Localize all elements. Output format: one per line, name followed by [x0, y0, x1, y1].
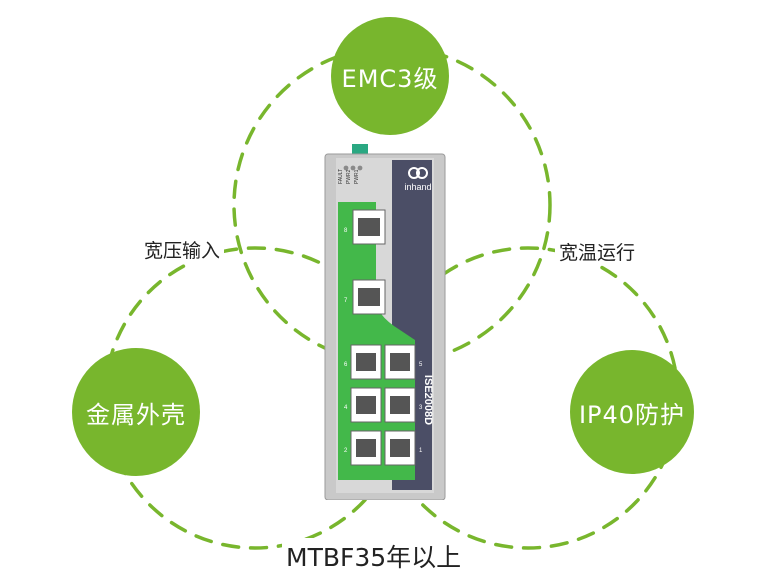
feature-badge-metal-case: 金属外壳	[72, 348, 200, 476]
feature-badge-label: IP40防护	[578, 400, 686, 429]
model-text: ISE2008D	[422, 375, 434, 425]
port-number: 8	[344, 228, 348, 234]
switch-illustration: FAULT PWR2 PWR1 8 7 6 5 4 3 2 1 inhand I…	[324, 144, 446, 501]
port-number: 1	[419, 448, 423, 454]
port-number: 6	[344, 362, 348, 368]
feature-badge-ip40: IP40防护	[570, 350, 694, 474]
brand-text: inhand	[404, 182, 431, 192]
label-wide-temp: 宽温运行	[555, 238, 640, 265]
feature-badge-label: 金属外壳	[86, 400, 186, 429]
status-leds	[343, 165, 363, 171]
port-number: 3	[419, 405, 423, 411]
switch-device: FAULT PWR2 PWR1 8 7 6 5 4 3 2 1 inhand I…	[320, 140, 450, 501]
port-number: 7	[344, 298, 348, 304]
port-number: 5	[419, 362, 423, 368]
led-label: FAULT	[338, 169, 344, 184]
feature-badge-emc: EMC3级	[331, 17, 449, 135]
label-wide-input: 宽压输入	[140, 236, 225, 263]
port-number: 4	[344, 405, 348, 411]
port-number: 2	[344, 448, 348, 454]
led-label: PWR1	[354, 169, 360, 184]
label-mtbf: MTBF35年以上	[282, 538, 466, 574]
led-label: PWR2	[346, 169, 352, 184]
inhand-logo: inhand	[404, 167, 432, 192]
feature-badge-label: EMC3级	[341, 64, 439, 93]
